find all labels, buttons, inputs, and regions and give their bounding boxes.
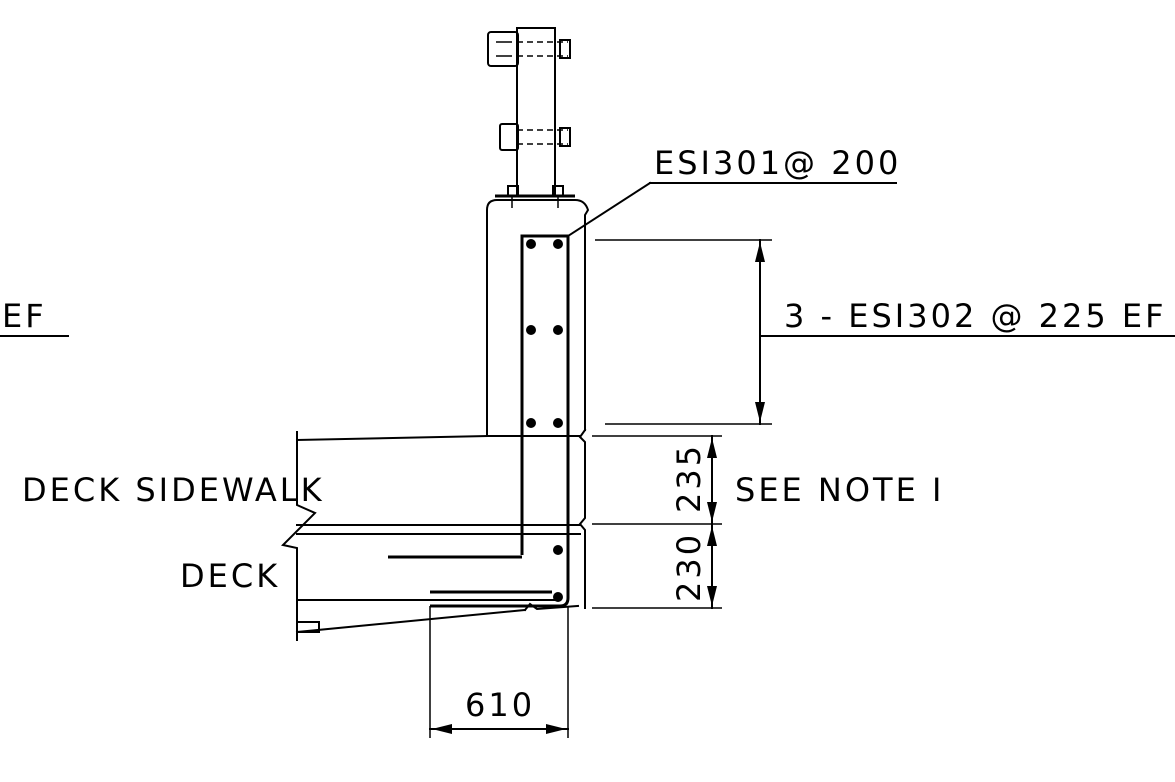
parapet-outline: [486, 199, 590, 609]
rebar-dot: [526, 239, 536, 249]
dim-610: 610: [465, 686, 535, 724]
rebar-dot: [553, 592, 563, 602]
railing-post: [487, 27, 575, 208]
dim-235: 235: [670, 443, 708, 513]
leaders: [0, 181, 1175, 337]
label-es1301: ESI301@ 200: [654, 144, 901, 182]
label-es1302: 3 - ESI302 @ 225 EF: [784, 297, 1167, 335]
rebar-dot: [526, 418, 536, 428]
rebar-dot: [553, 239, 563, 249]
label-see-note: SEE NOTE I: [735, 471, 944, 509]
rebar-dot: [553, 418, 563, 428]
rebar-dot: [553, 545, 563, 555]
dim-230: 230: [670, 532, 708, 602]
rebar-dot: [553, 325, 563, 335]
label-deck-sidewalk: DECK SIDEWALK: [22, 471, 325, 509]
label-deck: DECK: [180, 557, 280, 595]
rebar-dot: [526, 325, 536, 335]
reinforcement: [388, 234, 570, 608]
sidewalk-slab: [280, 431, 581, 641]
label-ef-left: EF: [2, 297, 47, 335]
dimensions: [429, 239, 772, 738]
